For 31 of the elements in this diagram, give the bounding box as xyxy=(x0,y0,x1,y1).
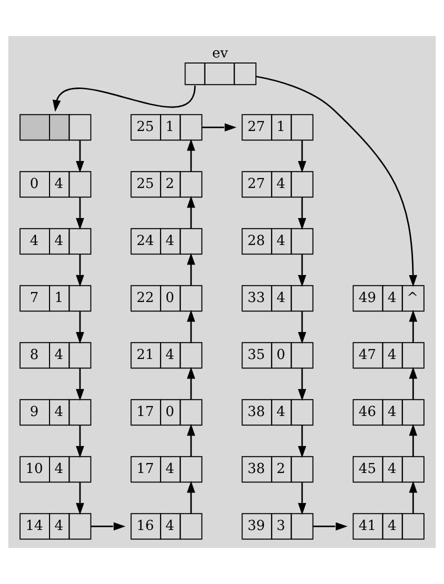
arrow xyxy=(186,310,196,343)
arrow xyxy=(313,522,348,531)
arrow xyxy=(186,366,196,400)
arrow xyxy=(76,482,84,515)
arrow xyxy=(409,424,418,457)
arrow xyxy=(76,140,84,173)
arrow xyxy=(298,254,306,287)
arrow xyxy=(409,366,418,400)
arrow xyxy=(298,140,306,173)
arrow xyxy=(256,76,418,287)
arrow xyxy=(298,425,306,458)
arrow xyxy=(298,368,306,401)
arrow xyxy=(409,480,418,514)
arrow xyxy=(52,85,196,112)
arrow xyxy=(298,311,306,344)
arrow xyxy=(186,424,196,457)
arrow xyxy=(202,123,237,132)
arrow xyxy=(76,254,84,287)
arrow xyxy=(76,425,84,458)
arrow xyxy=(298,197,306,230)
arrow xyxy=(76,368,84,401)
arrow xyxy=(298,482,306,515)
arrow xyxy=(91,522,126,531)
node-label: ev xyxy=(212,45,228,62)
arrow xyxy=(186,196,196,229)
arrow xyxy=(186,480,196,514)
arrow xyxy=(76,311,84,344)
arrow xyxy=(186,252,196,286)
arrow xyxy=(186,138,196,172)
arrow xyxy=(76,197,84,230)
arrow xyxy=(409,310,418,343)
